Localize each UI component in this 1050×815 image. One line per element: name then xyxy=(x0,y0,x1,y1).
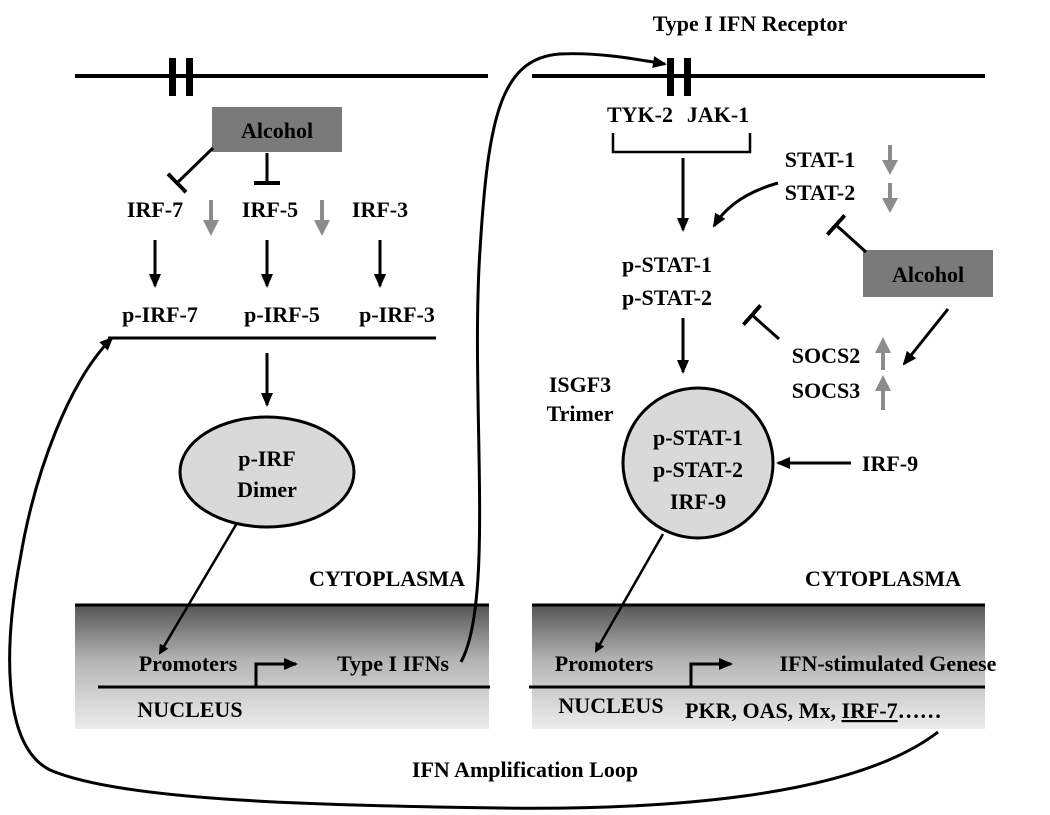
stat2-label: STAT-2 xyxy=(785,180,856,205)
isgf3-label-line2: Trimer xyxy=(547,401,614,426)
isg-list-irf7: IRF-7 xyxy=(841,698,897,723)
irf7-decrease-arrow-icon xyxy=(203,200,219,236)
isg-label: IFN-stimulated Genese xyxy=(780,651,997,676)
right-promoters-label: Promoters xyxy=(555,651,654,676)
right-alcohol-label: Alcohol xyxy=(892,262,964,287)
irf5-label: IRF-5 xyxy=(242,197,298,222)
left-promoters-label: Promoters xyxy=(139,651,238,676)
isgf3-to-promoter-arrow xyxy=(594,533,665,653)
irf3-label: IRF-3 xyxy=(352,197,408,222)
right-membrane xyxy=(532,58,985,96)
left-cytoplasm-label: CYTOPLASMA xyxy=(309,566,465,591)
right-nucleus-label: NUCLEUS xyxy=(558,693,663,718)
dimer-label-line2: Dimer xyxy=(237,477,297,502)
socs2-increase-arrow-icon xyxy=(875,337,891,370)
pstat1-label: p-STAT-1 xyxy=(622,252,712,277)
left-transcription-arrow xyxy=(254,658,298,687)
amplification-loop-curve xyxy=(8,336,939,810)
alcohol-inhibit-stat-line xyxy=(825,213,868,254)
right-alcohol-box xyxy=(863,250,993,297)
socs2-label: SOCS2 xyxy=(792,343,860,368)
isgf3-circle xyxy=(621,386,775,540)
isgf3-label-line1: ISGF3 xyxy=(549,372,611,397)
dimer-label-line1: p-IRF xyxy=(238,446,295,471)
pirf3-label: p-IRF-3 xyxy=(359,302,435,327)
isg-list-prefix: PKR, OAS, Mx, xyxy=(685,698,841,723)
right-transcription-arrow xyxy=(689,658,733,687)
socs3-increase-arrow-icon xyxy=(875,375,891,410)
type1-ifn-to-receptor-curve xyxy=(459,52,667,663)
left-nucleus-label: NUCLEUS xyxy=(137,697,242,722)
jak1-label: JAK-1 xyxy=(687,102,749,127)
pirf5-label: p-IRF-5 xyxy=(244,302,320,327)
pstat2-label: p-STAT-2 xyxy=(622,285,712,310)
isg-list: PKR, OAS, Mx, IRF-7…… xyxy=(685,698,942,723)
left-membrane xyxy=(75,58,488,96)
irf5-decrease-arrow-icon xyxy=(314,200,330,236)
isg-list-suffix: …… xyxy=(898,698,942,723)
socs3-label: SOCS3 xyxy=(792,378,860,403)
stat-to-pstat-arrow xyxy=(712,181,779,228)
isgf3-member-irf9: IRF-9 xyxy=(670,489,726,514)
isgf3-member-pstat2: p-STAT-2 xyxy=(653,457,743,482)
pirf7-label: p-IRF-7 xyxy=(122,302,198,327)
isgf3-member-pstat1: p-STAT-1 xyxy=(653,425,743,450)
left-alcohol-label: Alcohol xyxy=(241,118,313,143)
irf7-label: IRF-7 xyxy=(127,197,183,222)
dimer-to-promoter-arrow xyxy=(158,522,239,655)
amplification-loop-label: IFN Amplification Loop xyxy=(412,757,638,782)
tyk2-label: TYK-2 xyxy=(607,102,673,127)
type1-ifns-label: Type I IFNs xyxy=(337,651,449,676)
socs-inhibit-pstat-line xyxy=(741,303,780,341)
left-alcohol-box xyxy=(212,107,342,152)
stat1-label: STAT-1 xyxy=(785,147,856,172)
alcohol-to-socs-arrow xyxy=(902,308,950,366)
stat1-decrease-arrow-icon xyxy=(882,145,898,175)
right-cytoplasm-label: CYTOPLASMA xyxy=(805,566,961,591)
irf9-input-label: IRF-9 xyxy=(862,451,918,476)
stat2-decrease-arrow-icon xyxy=(882,183,898,213)
receptor-title: Type I IFN Receptor xyxy=(653,11,848,36)
right-nucleus-box xyxy=(532,605,985,729)
pirf-dimer-ellipse xyxy=(178,415,356,529)
inhibit-irf7-line xyxy=(166,146,215,194)
left-nucleus-box xyxy=(75,605,489,729)
kinase-bracket xyxy=(611,133,752,154)
